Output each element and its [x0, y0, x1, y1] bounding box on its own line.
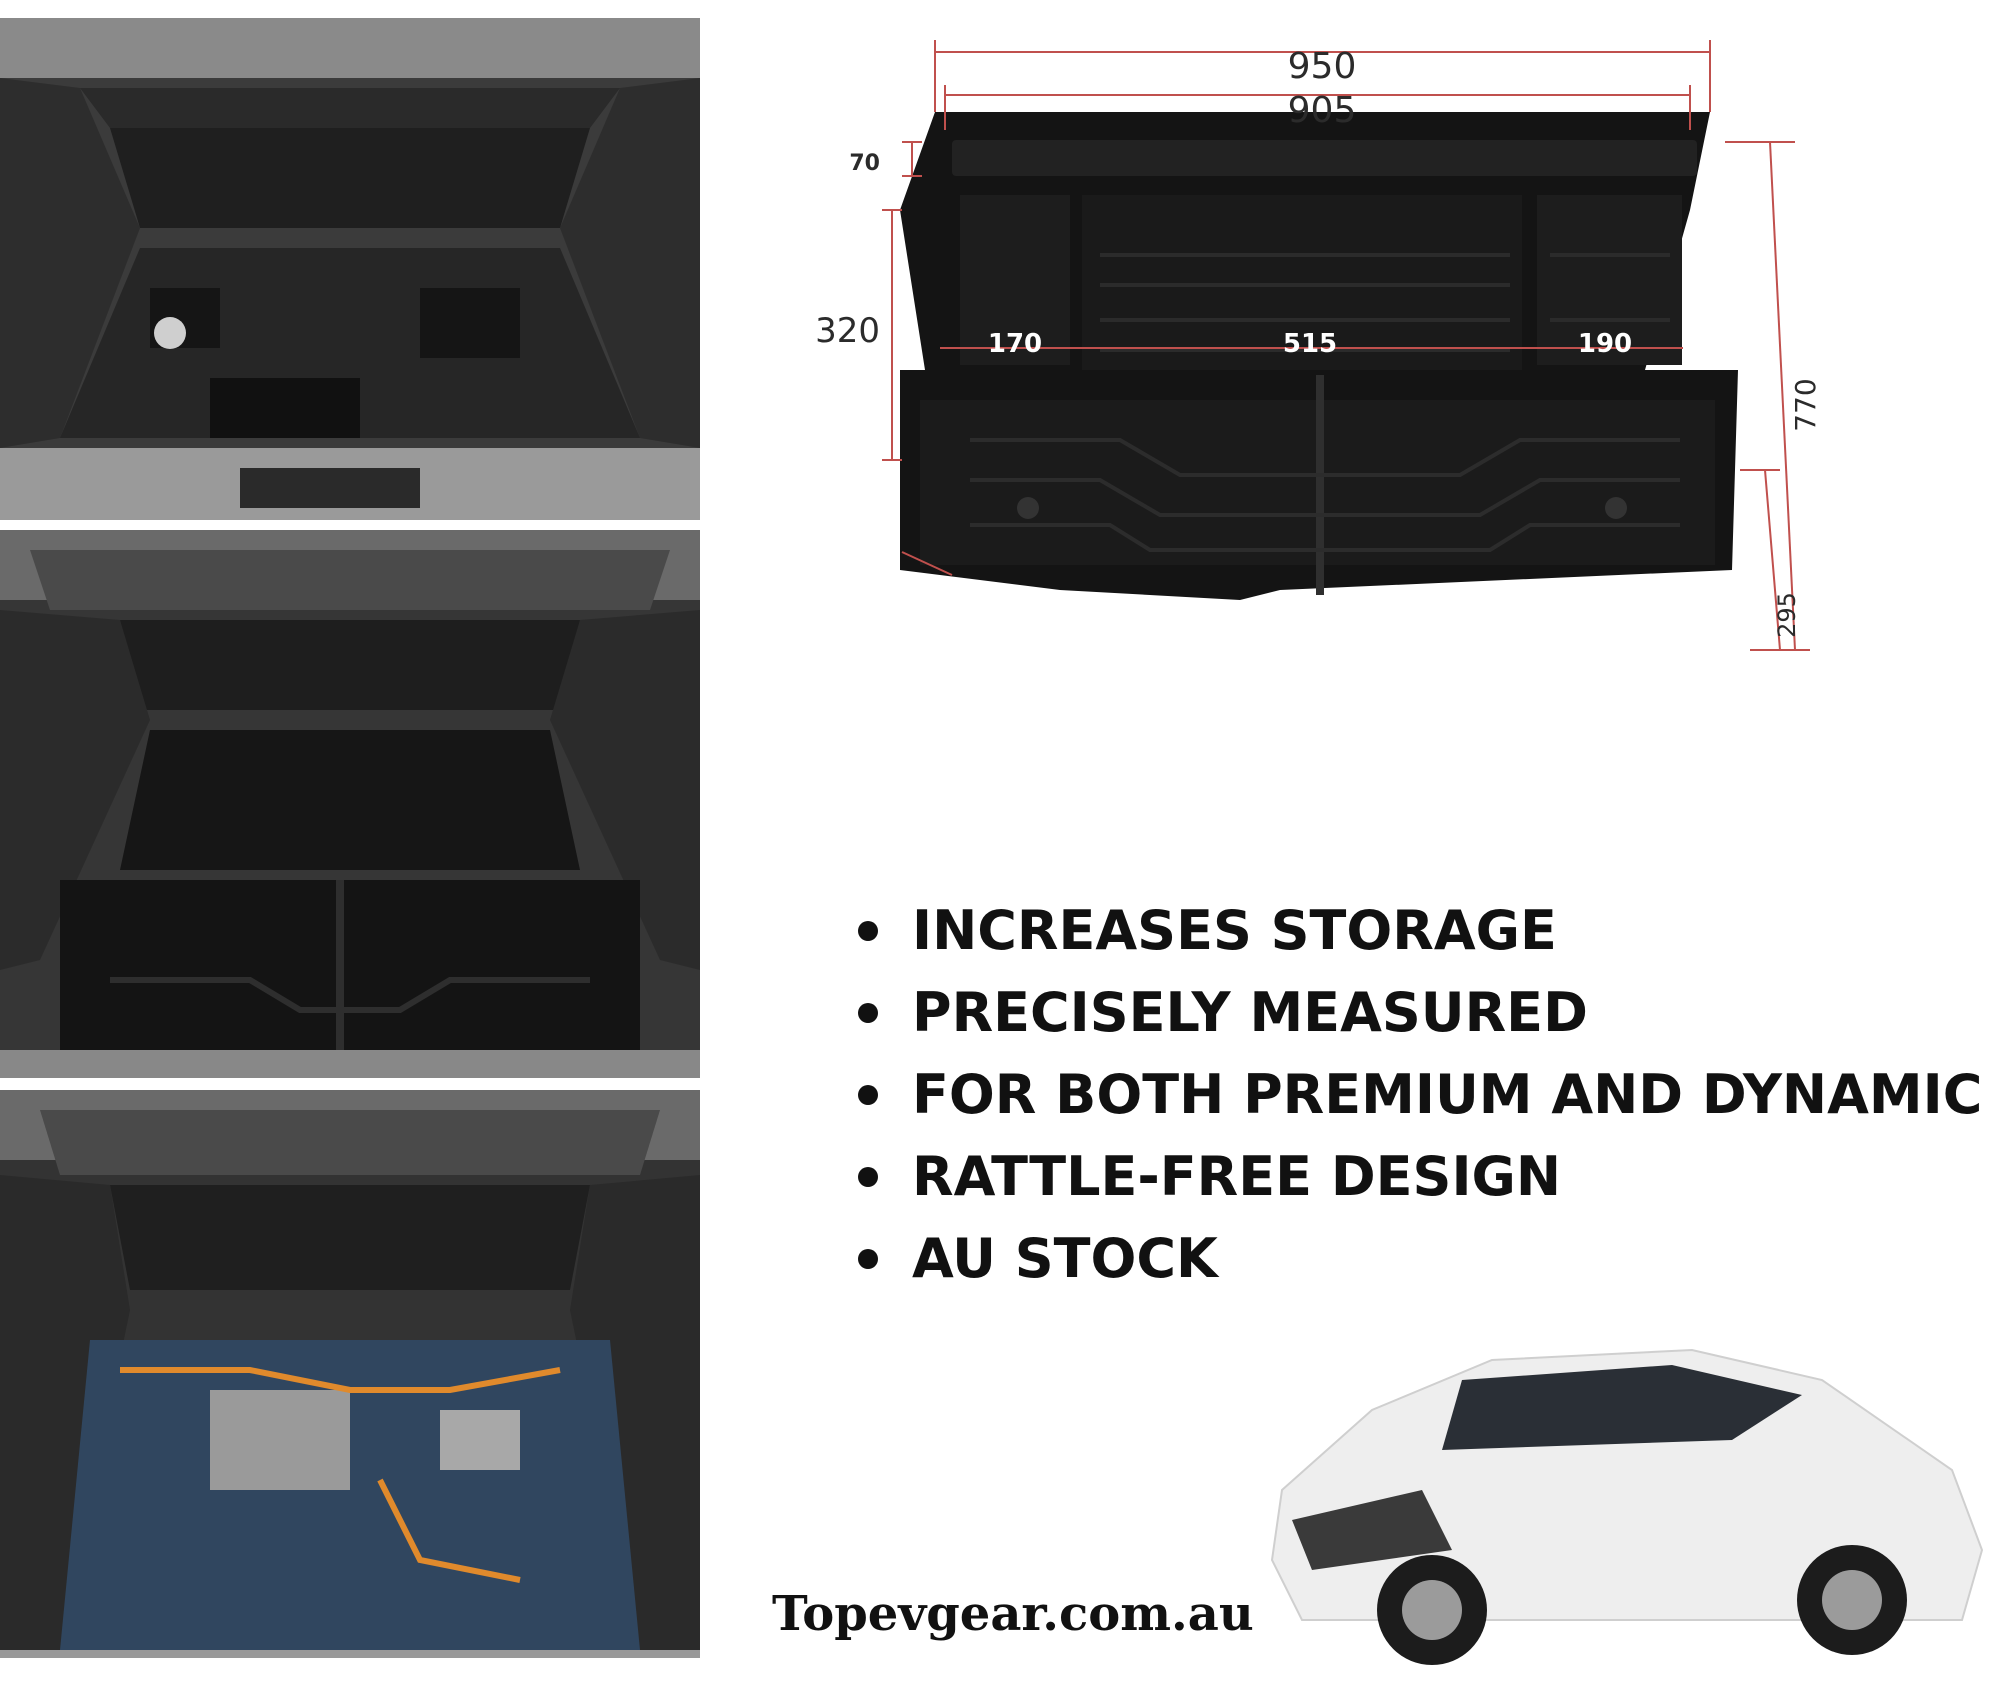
trunk-photo-underfloor-electronics [0, 1090, 700, 1658]
tray-dimension-diagram: 950 905 70 320 770 295 160 170 515 190 [810, 30, 1870, 810]
car-image [1262, 1300, 2000, 1677]
bullet-icon [858, 1085, 878, 1105]
feature-item: RATTLE-FREE DESIGN [850, 1136, 1982, 1218]
dim-overall-width: 950 [1288, 46, 1357, 87]
dim-inner-width: 905 [1288, 90, 1357, 131]
feature-list: INCREASES STORAGE PRECISELY MEASURED FOR… [850, 890, 1982, 1300]
website-label: Topevgear.com.au [772, 1586, 1254, 1642]
dimension-lines [882, 40, 1810, 651]
bullet-icon [858, 1003, 878, 1023]
trunk-photo-storage-tray [0, 530, 700, 1078]
dim-left-compartment: 170 [988, 329, 1042, 359]
dim-center-compartment: 515 [1283, 329, 1337, 359]
dim-right-compartment: 190 [1578, 329, 1632, 359]
bullet-icon [858, 1249, 878, 1269]
bullet-icon [858, 1167, 878, 1187]
bullet-icon [858, 921, 878, 941]
feature-item: FOR BOTH PREMIUM AND DYNAMIC [850, 1054, 1982, 1136]
tray-shape [900, 112, 1738, 600]
feature-item: INCREASES STORAGE [850, 890, 1982, 972]
dim-lip-height: 70 [849, 151, 880, 176]
feature-item: PRECISELY MEASURED [850, 972, 1982, 1054]
trunk-photo-foam-insert [0, 18, 700, 520]
dim-lower-depth: 295 [1773, 592, 1801, 638]
dim-front-bin-height: 160 [935, 584, 985, 612]
feature-item: AU STOCK [850, 1218, 1982, 1300]
dim-upper-depth: 320 [815, 311, 880, 351]
dim-overall-depth: 770 [1789, 378, 1822, 431]
